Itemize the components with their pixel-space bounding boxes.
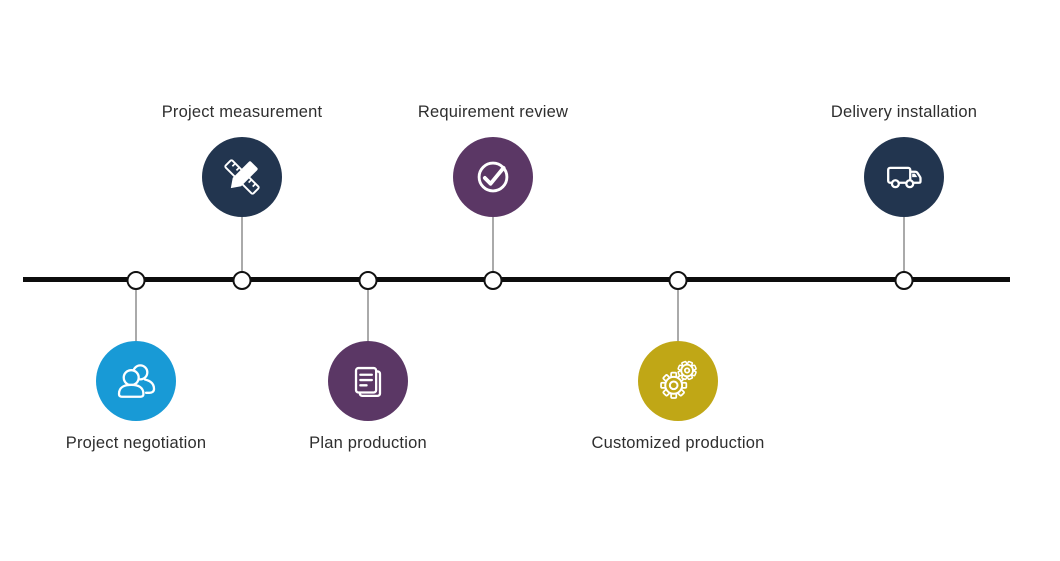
timeline-node [483,270,503,290]
step-icon-bubble [453,137,533,217]
step-label: Requirement review [417,103,569,121]
step-icon-bubble [638,341,718,421]
timeline-node [232,270,252,290]
gears-icon [660,360,697,399]
timeline-node [668,270,688,290]
connector-line [903,217,905,271]
truck-icon [887,166,922,189]
connector-line [135,290,137,341]
timeline-node [126,270,146,290]
document-icon [354,366,382,398]
connector-line [241,217,243,271]
step-icon-bubble [202,137,282,217]
step-label: Project negotiation [65,434,207,452]
people-icon [117,364,156,398]
timeline-node [358,270,378,290]
step-label: Plan production [309,434,427,452]
connector-line [367,290,369,341]
step-label: Project measurement [161,103,323,121]
step-label: Customized production [591,434,765,452]
step-icon-bubble [96,341,176,421]
connector-line [492,217,494,271]
step-icon-bubble [328,341,408,421]
check-circle-icon [477,161,509,193]
timeline-axis [23,277,1010,282]
timeline-node [894,270,914,290]
ruler-pencil-icon [224,159,260,195]
step-icon-bubble [864,137,944,217]
connector-line [677,290,679,341]
step-label: Delivery installation [830,103,978,121]
